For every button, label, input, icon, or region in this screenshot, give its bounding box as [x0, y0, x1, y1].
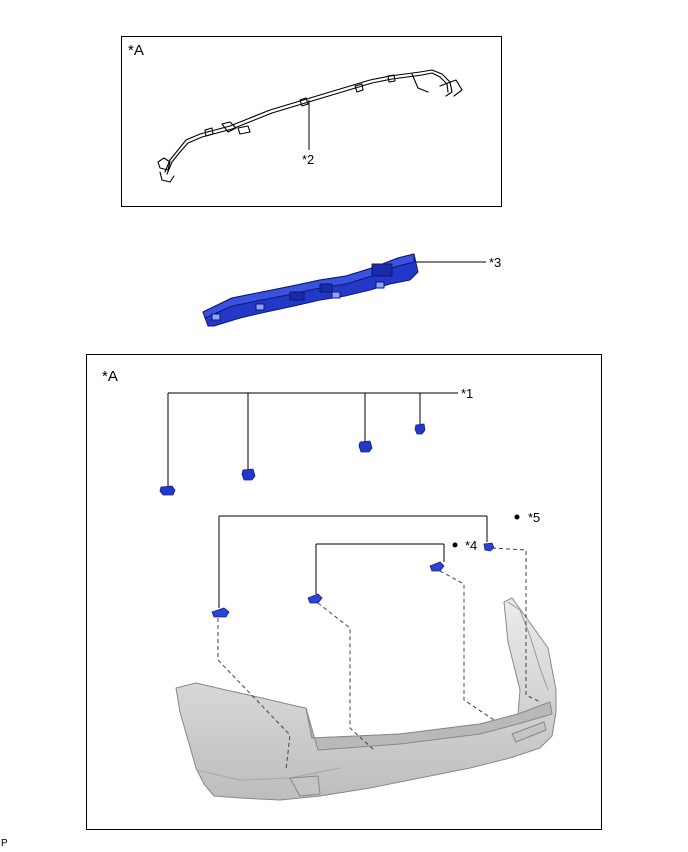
clip-5-callout: *5	[528, 510, 541, 525]
bumper-retainer	[202, 253, 419, 327]
wire-harness	[157, 69, 463, 183]
adhesive-dot-4	[452, 542, 458, 548]
upper-view-label: *A	[128, 42, 144, 59]
sensor-callout: *1	[461, 386, 474, 401]
clip-4-callout: *4	[465, 538, 478, 553]
upper-view-frame	[121, 36, 502, 207]
lower-view-label: *A	[102, 368, 118, 385]
adhesive-dot-5	[514, 514, 520, 520]
harness-callout: *2	[302, 152, 315, 167]
installation-guides	[217, 547, 541, 771]
lower-view-frame	[86, 354, 602, 830]
clip-parts	[211, 542, 495, 618]
illustration-code: P	[1, 838, 8, 849]
sensor-parts	[159, 423, 426, 496]
clip-leaders	[218, 515, 488, 608]
sensor-leaders	[167, 392, 458, 486]
rear-bumper-cover	[175, 597, 557, 801]
retainer-callout: *3	[489, 255, 502, 270]
